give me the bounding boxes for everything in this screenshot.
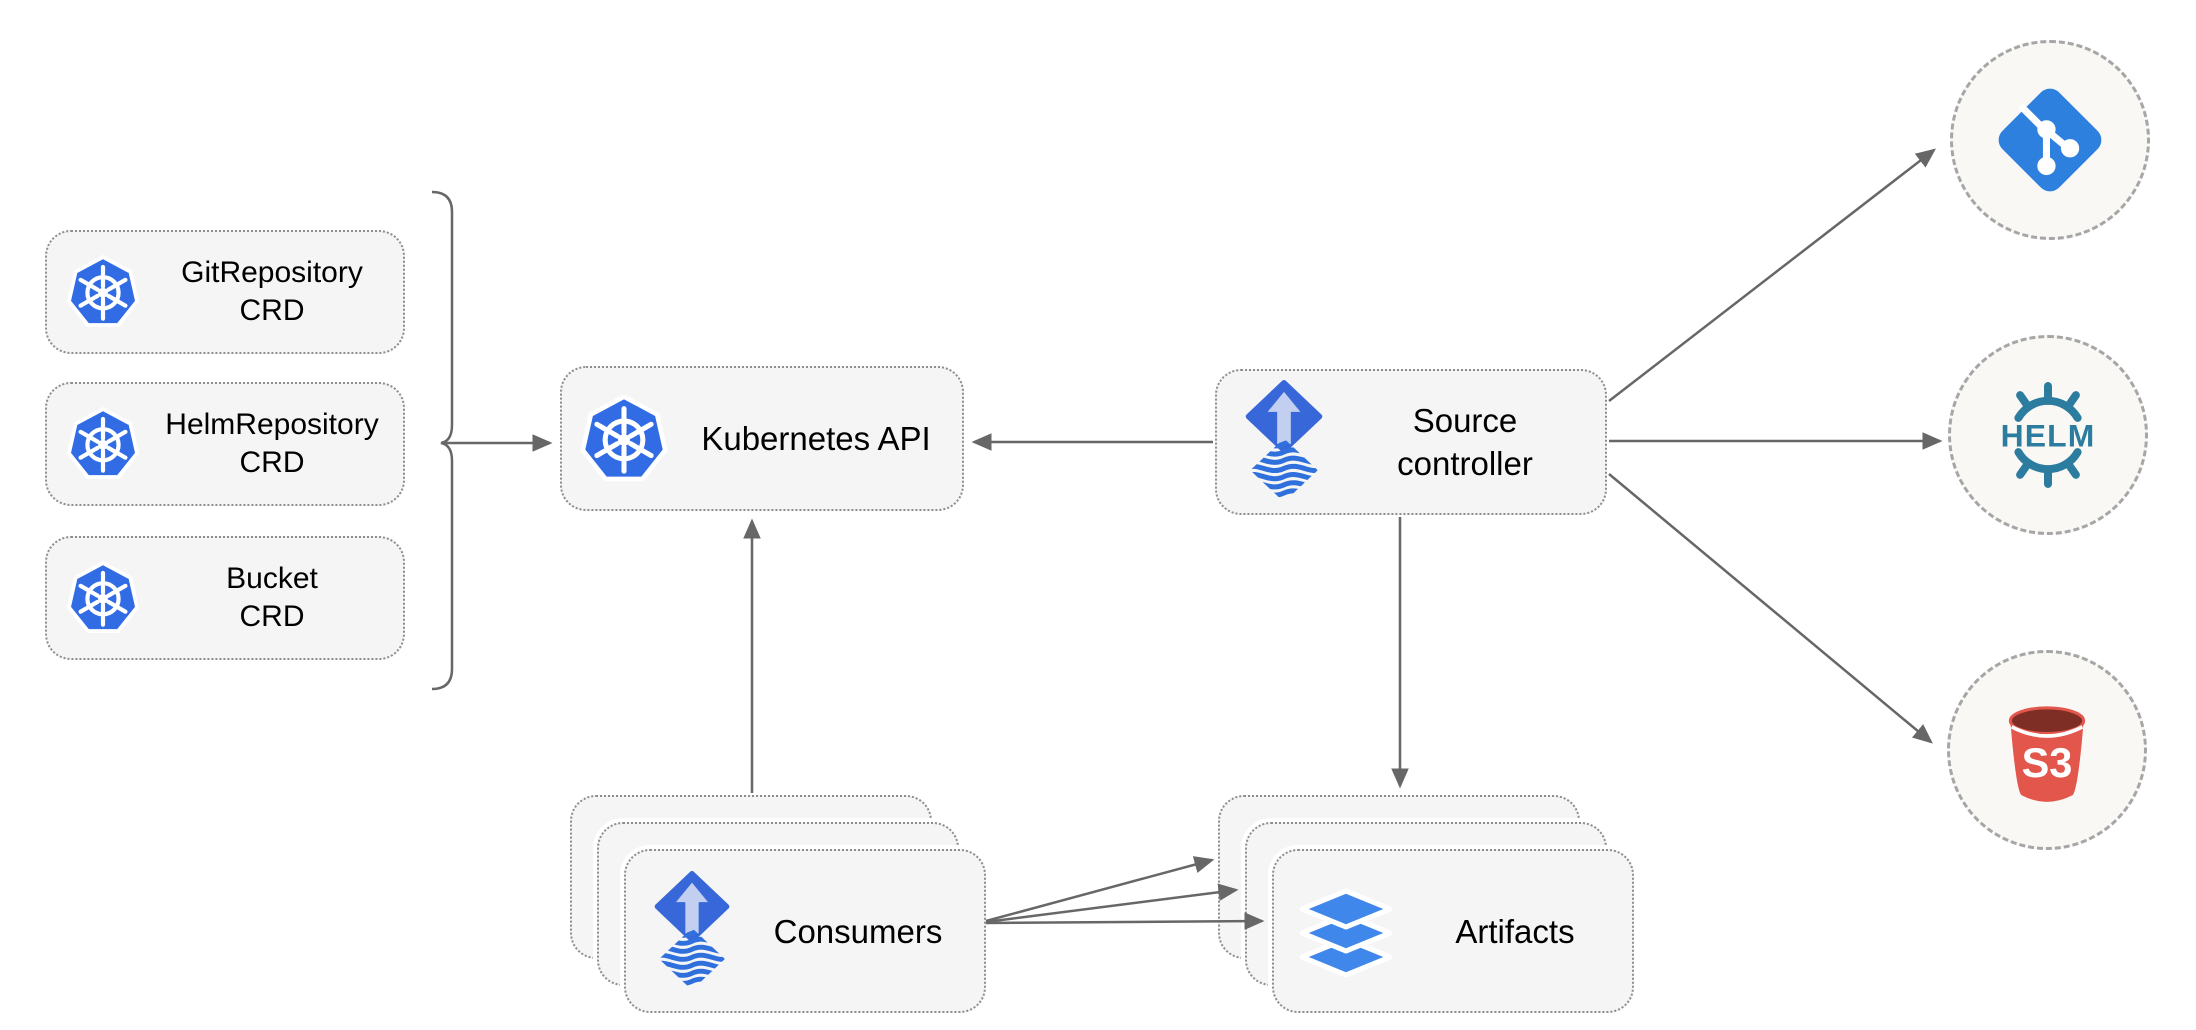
git-circle [1950,40,2150,240]
node-label: Consumers [773,912,943,950]
consumers-box: Consumers [624,849,986,1013]
source-controller-box: Source controller [1215,369,1607,515]
git-icon [1998,88,2102,192]
s3-circle: S3 [1947,650,2147,850]
crd-box-label: HelmRepository CRD [165,408,379,479]
crd-box-helmrepository: HelmRepository CRD [45,382,405,506]
crd-box-bucket: Bucket CRD [45,536,405,660]
arrow-source-to-s3 [1608,473,1933,744]
helm-label: HELM [2001,417,2096,453]
kubernetes-api-box: Kubernetes API [560,366,964,511]
node-label: Kubernetes API [701,420,931,457]
arrow-source-to-git [1608,148,1936,402]
kubernetes-icon [578,393,670,485]
crd-box-label: GitRepository CRD [181,256,363,327]
s3-label: S3 [2022,739,2073,786]
arrow-consumers-to-artifacts-2 [985,883,1239,924]
node-label: Artifacts [1455,912,1575,950]
artifacts-box: Artifacts [1272,849,1634,1013]
s3-bucket-icon: S3 [2008,706,2086,802]
grouping-bracket [431,190,454,691]
crd-box-gitrepository: GitRepository CRD [45,230,405,354]
helm-icon: HELM [2001,382,2096,488]
flux-icon [1243,380,1325,504]
flux-icon [652,871,732,992]
crd-box-label: Bucket CRD [226,562,318,633]
node-label: Source controller [1397,402,1533,482]
kubernetes-icon [65,560,141,636]
helm-circle: HELM [1948,335,2148,535]
kubernetes-icon [65,254,141,330]
kubernetes-icon [65,406,141,482]
artifact-layers-icon [1299,888,1393,978]
arrow-consumers-to-artifacts-1 [985,856,1215,923]
